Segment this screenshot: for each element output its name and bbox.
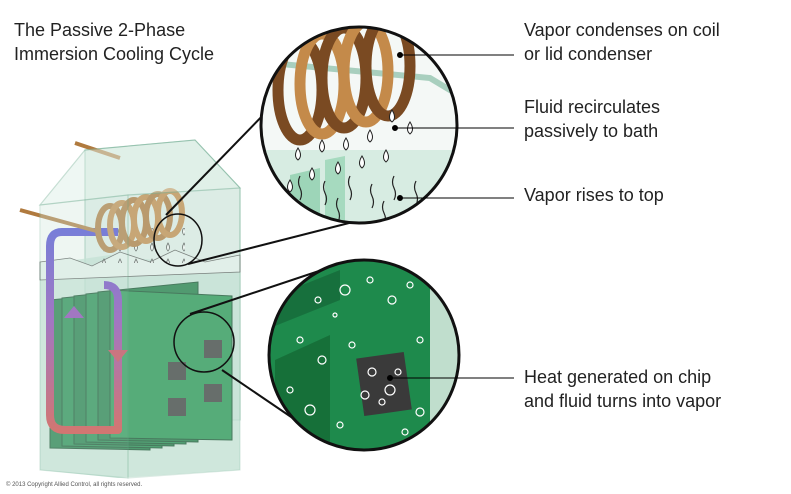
zoom-marker-top xyxy=(153,213,203,267)
cycle-loop-arrow xyxy=(46,228,122,434)
chip xyxy=(168,398,186,416)
callout-line-1: Fluid recirculates xyxy=(524,97,661,117)
magnifier-bottom xyxy=(267,258,461,452)
tank-lid xyxy=(38,139,242,206)
callout-recirculates: Fluid recirculates passively to bath xyxy=(524,95,660,143)
callout-line-1: Heat generated on chip xyxy=(524,367,712,387)
vapor-bubbles xyxy=(286,275,425,436)
cycle-arrowhead xyxy=(108,350,128,362)
callout-line-1: Vapor condenses on coil xyxy=(524,20,720,40)
chip xyxy=(204,340,222,358)
cycle-arrowhead xyxy=(64,306,84,318)
tank-front-face xyxy=(39,194,129,479)
callout-heat-generated: Heat generated on chip and fluid turns i… xyxy=(524,365,721,413)
vapor-trails xyxy=(297,175,419,223)
callout-line-2: passively to bath xyxy=(524,121,659,141)
callout-leaders xyxy=(387,52,514,381)
chip-closeup xyxy=(356,351,412,417)
circuit-board-stack xyxy=(49,281,233,451)
title-line-2: Immersion Cooling Cycle xyxy=(14,44,215,64)
diagram-title: The Passive 2-Phase Immersion Cooling Cy… xyxy=(14,18,214,66)
callout-line-1: Vapor rises to top xyxy=(524,185,664,205)
title-line-1: The Passive 2-Phase xyxy=(14,20,186,40)
chip xyxy=(168,362,186,380)
immersion-tank xyxy=(19,139,242,479)
copyright-notice: © 2013 Copyright Allied Control, all rig… xyxy=(6,482,143,488)
callout-vapor-rises: Vapor rises to top xyxy=(524,183,664,207)
callout-line-2: and fluid turns into vapor xyxy=(524,391,722,411)
magnifier-top xyxy=(259,25,459,225)
zoom-marker-bottom xyxy=(173,311,235,373)
tank-side-face xyxy=(127,187,241,479)
chip xyxy=(204,384,222,402)
callout-condenses: Vapor condenses on coil or lid condenser xyxy=(524,18,720,66)
callout-line-2: or lid condenser xyxy=(524,44,653,64)
